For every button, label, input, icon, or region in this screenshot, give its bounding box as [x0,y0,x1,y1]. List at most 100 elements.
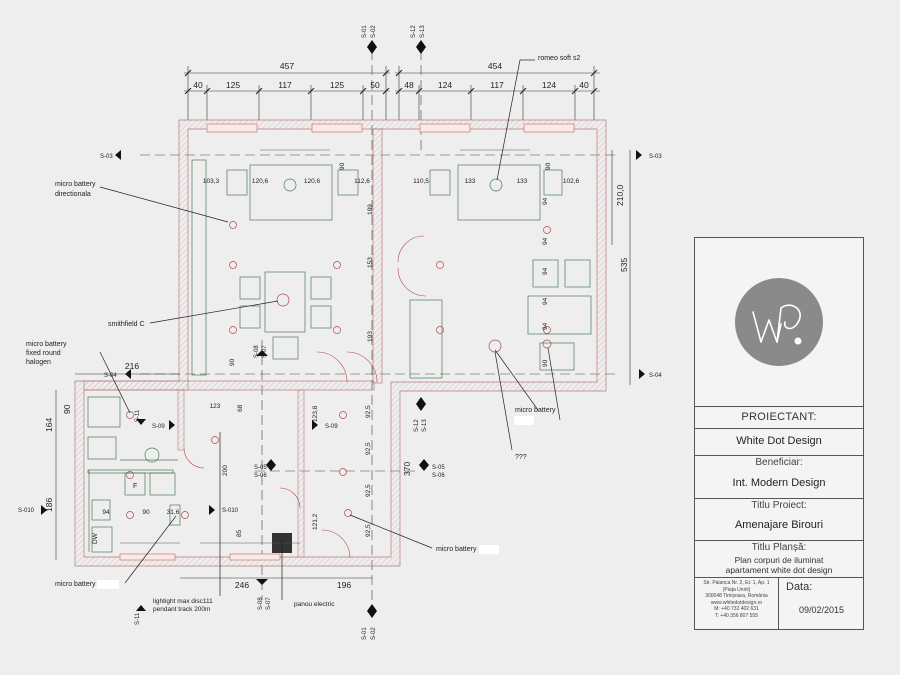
annotations: romeo soft s2 micro battery directionala… [26,55,581,613]
section-label: S-09 [325,424,338,430]
label-panou: panou electric [294,601,335,608]
label-dishwasher: DW [92,532,99,544]
svg-text:200: 200 [222,465,229,476]
svg-text:90: 90 [339,162,346,170]
walls [74,119,607,567]
svg-text:112,6: 112,6 [354,178,370,185]
section-label: S-08 [258,597,264,610]
dim-seg: 125 [226,80,240,90]
titlu-plansa-label: Titlu Planșă: [751,542,807,553]
section-label: S-05 [432,465,445,471]
inner-dimensions: 103,3 120,6 120,6 112,6 110,5 133 133 10… [102,162,579,537]
section-label: S-11 [135,409,141,422]
dim-seg: 40 [579,80,589,90]
dim-seg: 40 [193,80,203,90]
label-battery-fixed-2: fixed round [26,350,61,357]
light-fixtures [126,221,552,519]
address-line: (Piața Unirii) [722,586,751,593]
titlu-proiect-label: Titlu Proiect: [751,500,807,511]
section-label: S-09 [152,424,165,430]
svg-text:90: 90 [545,162,552,170]
section-label: S-13 [420,25,426,38]
top-dimension-ticks [184,69,598,95]
section-label: S-13 [422,419,428,432]
section-label: S-06 [254,473,267,479]
svg-text:90: 90 [542,359,549,367]
beneficiar-label: Beneficiar: [755,457,803,468]
section-label: S-03 [100,154,113,160]
label-fridge: F [133,483,137,490]
section-label: S-12 [411,25,417,38]
label-blank-box [479,545,499,554]
dim-210: 210,0 [615,184,625,206]
svg-text:110,5: 110,5 [413,178,429,185]
svg-text:68: 68 [237,404,244,412]
svg-text:85: 85 [236,529,243,537]
svg-text:92,5: 92,5 [365,405,372,418]
dim-seg: 124 [542,80,556,90]
dim-seg: 117 [490,80,504,90]
section-label: S-08 [254,345,260,358]
section-label: S-04 [649,373,662,379]
dim-seg: 48 [404,80,414,90]
section-label: S-07 [266,597,272,610]
svg-text:153: 153 [367,257,374,268]
svg-text:103,3: 103,3 [203,178,220,185]
dim-196: 196 [337,580,351,590]
label-lightight: lightight max disc111 [153,598,213,605]
svg-text:120,6: 120,6 [304,178,321,185]
label-battery-bottom: micro battery [436,546,477,553]
svg-text:133: 133 [465,178,476,185]
address-line: Str. Palanca Nr. 2, Et. 1, Ap. 1 [703,580,770,586]
address-line: 300048 Timișoara, România [705,593,768,600]
label-battery-fixed-3: halogen [26,359,51,366]
svg-text:189: 189 [367,204,374,215]
address-line: M: +40 732 402 631 [714,606,759,613]
label-battery-right: micro battery [515,407,556,414]
top-dimensions [184,66,600,120]
dim-535: 535 [619,258,629,272]
svg-text:370: 370 [402,462,412,476]
titlu-proiect-value: Amenajare Birouri [695,513,863,541]
svg-text:94: 94 [542,322,549,330]
label-battery-directional: micro battery [55,181,96,188]
label-romeo: romeo soft s2 [538,55,581,62]
svg-text:90: 90 [142,509,150,516]
label-battery-left: micro battery [55,581,96,588]
svg-text:90: 90 [229,358,236,366]
floor-plan: 457 454 40 125 117 125 50 48 124 117 124… [18,25,662,640]
section-label: S-06 [432,473,445,479]
dim-seg: 50 [370,80,380,90]
windows [119,123,575,561]
proiectant-label: PROIECTANT: [695,406,863,429]
svg-text:123,8: 123,8 [312,405,319,422]
dim-total-left: 457 [280,61,294,71]
label-battery-fixed: micro battery [26,341,67,348]
svg-text:31,6: 31,6 [167,509,180,516]
section-label: S-02 [371,627,377,640]
svg-text:121,2: 121,2 [312,513,319,530]
dim-246: 246 [235,580,249,590]
section-label: S-03 [649,154,662,160]
dim-seg: 125 [330,80,344,90]
svg-text:94: 94 [102,509,110,516]
furniture [87,159,592,553]
company-logo [695,238,863,407]
label-blank-box [514,416,534,425]
svg-text:92,5: 92,5 [365,524,372,537]
leader-lines [99,59,561,600]
svg-text:94: 94 [542,297,549,305]
section-label: S-12 [414,419,420,432]
date-label: Data: [786,581,813,593]
section-label: S-07 [262,345,268,358]
logo-mark [735,278,823,366]
svg-text:123: 123 [210,403,221,410]
svg-text:193: 193 [367,331,374,342]
label-question: ??? [515,454,527,461]
dim-164: 164 [44,418,54,432]
svg-text:92,5: 92,5 [365,484,372,497]
section-label: S-010 [18,508,35,514]
track-lights [120,149,530,544]
label-lightight-2: pendant track 200m [153,606,210,613]
dim-seg: 124 [438,80,452,90]
